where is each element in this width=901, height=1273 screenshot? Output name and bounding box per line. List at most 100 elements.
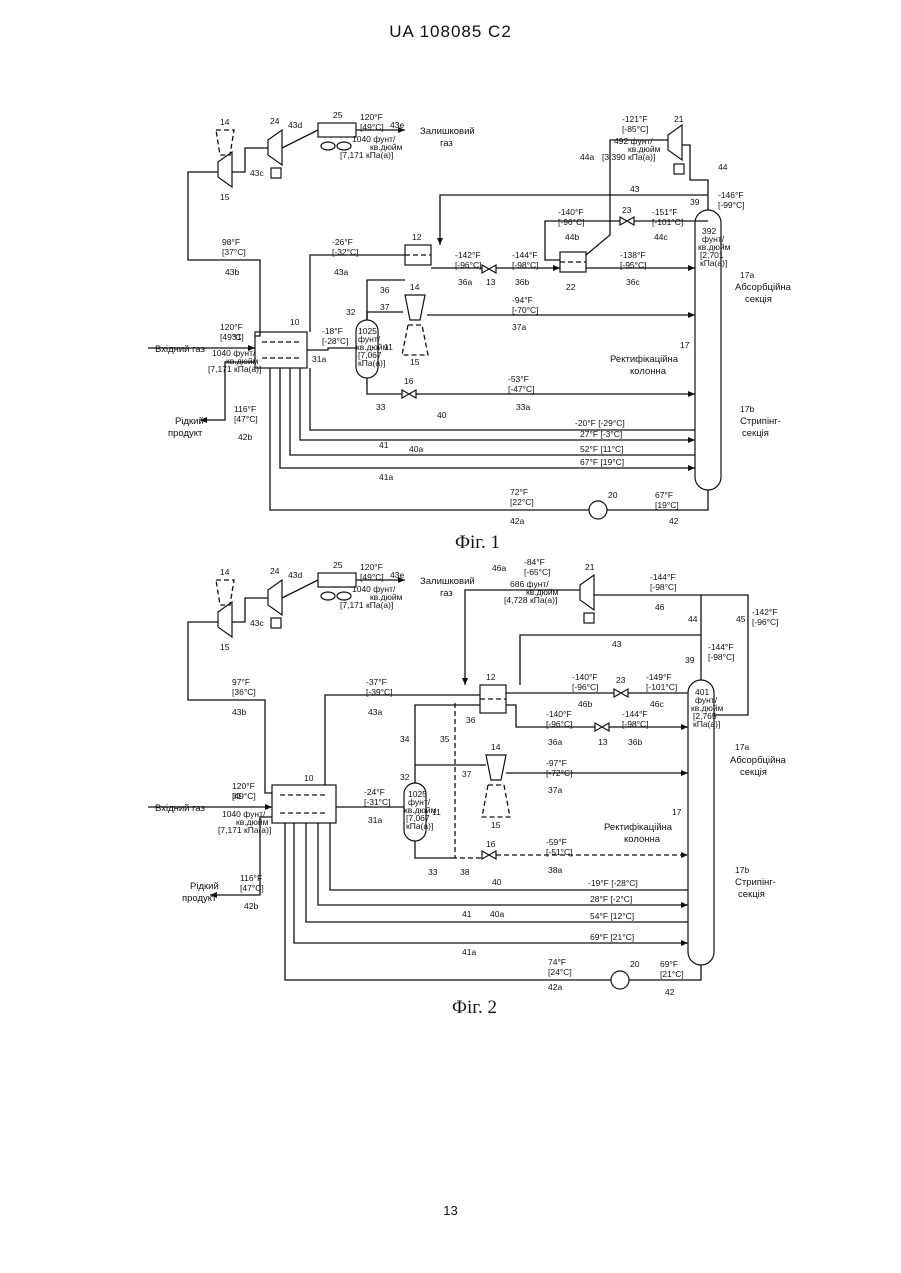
stream-37a: 37a <box>512 322 526 332</box>
cond-36a-temp-c: [-96°C] <box>546 719 573 729</box>
stream-40: 40 <box>492 877 502 887</box>
heat-exchanger-10 <box>255 332 307 368</box>
cond-31-temp: 120°F <box>232 781 255 791</box>
compressor-15 <box>218 602 232 637</box>
label-e12: 12 <box>412 232 422 242</box>
label-e17a: 17a <box>735 742 749 752</box>
stream-37: 37 <box>380 302 390 312</box>
cond-31a-temp: -18°F <box>322 326 343 336</box>
cond-42-temp: 69°F <box>660 959 678 969</box>
cond-42a-temp-c: [22°C] <box>510 497 534 507</box>
cond-40a: 28°F [-2°C] <box>590 894 632 904</box>
cond-36c-temp-c: [-95°C] <box>620 260 647 270</box>
label-stripping-1: Стрипінг- <box>740 416 781 427</box>
label-e23: 23 <box>622 205 632 215</box>
label-e15: 15 <box>410 357 420 367</box>
compressor-15 <box>218 152 232 187</box>
cond-25-p3: [7,171 кПа(а)] <box>340 150 393 160</box>
cond-43b-temp-c: [36°C] <box>232 687 256 697</box>
cond-11-p5: кПа(а)] <box>358 358 385 368</box>
cond-41: 54°F [12°C] <box>590 911 634 921</box>
heat-exchanger-10 <box>272 785 336 823</box>
cond-43a-temp: -26°F <box>332 237 353 247</box>
stream-45: 45 <box>736 614 746 624</box>
cond-21-temp: -121°F <box>622 114 648 124</box>
valve-16 <box>402 390 416 398</box>
cond-21-temp-c: [-65°C] <box>524 567 551 577</box>
cond-36b-temp-c: [-98°C] <box>512 260 539 270</box>
stream-44: 44 <box>688 614 698 624</box>
label-stripping-2: секція <box>742 428 769 439</box>
stream-43d: 43d <box>288 120 302 130</box>
cond-41a: 67°F [19°C] <box>580 457 624 467</box>
stream-32: 32 <box>346 307 356 317</box>
compressor-21 <box>580 575 594 610</box>
figure-1-diagram: 10 11 12 13 14 15 16 17 17a 17b 20 21 22… <box>0 100 901 560</box>
stream-33a: 33a <box>516 402 530 412</box>
stream-43d: 43d <box>288 570 302 580</box>
label-e22: 22 <box>566 282 576 292</box>
pump-20 <box>589 501 607 519</box>
stream-43b: 43b <box>225 267 239 277</box>
cond-25-temp: 120°F <box>360 112 383 122</box>
stream-43a: 43a <box>368 707 382 717</box>
cond-43a-temp-c: [-32°C] <box>332 247 359 257</box>
valve-13 <box>482 265 496 273</box>
label-e21: 21 <box>585 562 595 572</box>
cond-21-temp: -84°F <box>524 557 545 567</box>
label-e17a: 17a <box>740 270 754 280</box>
cond-25-temp-c: [49°C] <box>360 572 384 582</box>
label-e13: 13 <box>486 277 496 287</box>
label-e25: 25 <box>333 110 343 120</box>
label-residue-gas-1: Залишковий <box>420 126 475 137</box>
label-e12: 12 <box>486 672 496 682</box>
cond-39-temp: -144°F <box>708 642 734 652</box>
label-e15-left: 15 <box>220 192 230 202</box>
cond-40: -19°F [-28°C] <box>588 878 638 888</box>
cond-42b-temp-c: [47°C] <box>240 883 264 893</box>
cond-top-p5: кПа(а)] <box>700 258 727 268</box>
cond-46-temp: -144°F <box>650 572 676 582</box>
label-e15: 15 <box>491 820 501 830</box>
cond-37a-temp-c: [-70°C] <box>512 305 539 315</box>
stream-36b: 36b <box>628 737 642 747</box>
cond-42b-temp-c: [47°C] <box>234 414 258 424</box>
cond-46c-temp-c: [-101°C] <box>646 682 677 692</box>
cond-44c-temp-c: [-101°C] <box>652 217 683 227</box>
stream-44c: 44c <box>654 232 668 242</box>
label-e20: 20 <box>630 959 640 969</box>
cond-40: -20°F [-29°C] <box>575 418 625 428</box>
label-e14: 14 <box>410 282 420 292</box>
valve-23 <box>620 217 634 225</box>
stream-38: 38 <box>460 867 470 877</box>
cond-37a-temp-c: [-72°C] <box>546 768 573 778</box>
stream-43: 43 <box>630 184 640 194</box>
stream-36a: 36a <box>548 737 562 747</box>
cond-45-temp-c: [-96°C] <box>752 617 779 627</box>
cond-39-temp: -146°F <box>718 190 744 200</box>
label-e21: 21 <box>674 114 684 124</box>
figure-1-caption: Фіг. 1 <box>455 532 500 553</box>
label-e25: 25 <box>333 560 343 570</box>
figure-2: 10 11 12 13 14 15 16 17 17a 17b 20 21 23… <box>0 555 901 1025</box>
cond-31-p3: [7,171 кПа(а)] <box>218 825 271 835</box>
figure-2-caption: Фіг. 2 <box>452 997 497 1018</box>
stream-44b: 44b <box>565 232 579 242</box>
cond-42-temp: 67°F <box>655 490 673 500</box>
label-e14-top: 14 <box>220 567 230 577</box>
cooler-25 <box>318 123 356 137</box>
stream-42: 42 <box>665 987 675 997</box>
cond-43b-temp: 97°F <box>232 677 250 687</box>
cond-40a: 27°F [-3°C] <box>580 429 622 439</box>
cond-43b-temp: 98°F <box>222 237 240 247</box>
label-e17: 17 <box>672 807 682 817</box>
stream-39: 39 <box>690 197 700 207</box>
label-e24: 24 <box>270 116 280 126</box>
stream-31a: 31a <box>368 815 382 825</box>
cond-39-temp-c: [-98°C] <box>708 652 735 662</box>
cond-44b-temp: -140°F <box>558 207 584 217</box>
cond-37a-temp: -97°F <box>546 758 567 768</box>
stream-31a: 31a <box>312 354 326 364</box>
valve-23 <box>614 689 628 697</box>
stream-43: 43 <box>612 639 622 649</box>
